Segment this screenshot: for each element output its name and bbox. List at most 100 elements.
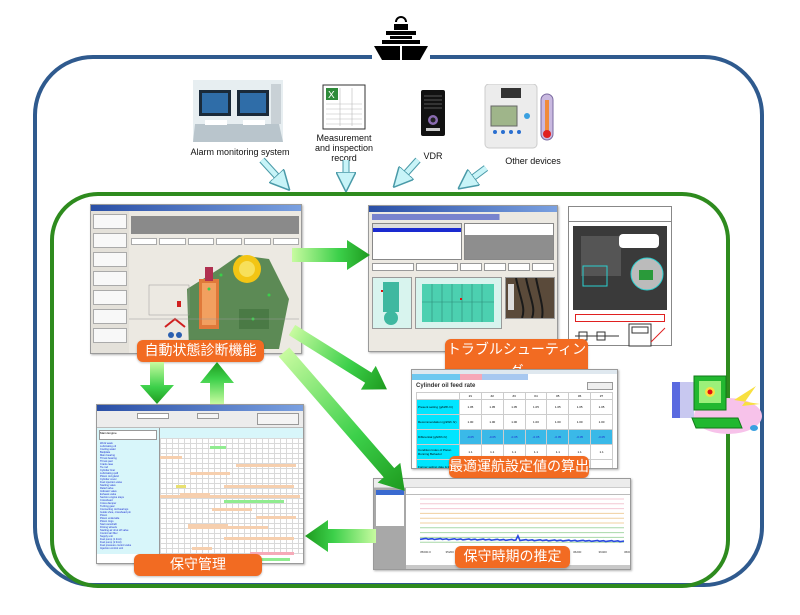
tab[interactable] — [187, 238, 214, 245]
tab[interactable] — [159, 238, 186, 245]
maintenance-item[interactable]: Piston — [100, 514, 108, 517]
running-hours-input[interactable] — [137, 413, 169, 419]
maintenance-item[interactable]: Turbing gear — [100, 505, 115, 508]
diagnosis-sidebar — [91, 211, 129, 353]
table-cell: 1.05 — [546, 399, 570, 415]
tab-cylinder-oil[interactable] — [412, 374, 460, 380]
maintenance-item[interactable]: Work week — [100, 442, 113, 445]
column-header: #3 — [502, 392, 526, 400]
maintenance-item[interactable]: Fuel pump (1 limit) — [100, 538, 122, 541]
maintenance-item[interactable]: Indicator valve — [100, 490, 117, 493]
handheld-device-thermometer-icon — [483, 83, 558, 150]
maintenance-item[interactable]: Guide shoe, crosshead pin — [100, 511, 131, 514]
expert-message — [372, 214, 554, 220]
check-repair-button[interactable] — [372, 263, 414, 271]
ship-icon — [372, 12, 430, 60]
x-tick-label: 35000.0 — [420, 550, 431, 554]
maintenance-item[interactable]: Crank case — [100, 463, 114, 466]
maintenance-button[interactable] — [460, 263, 482, 271]
table-cell: -0.05 — [502, 429, 526, 445]
engine-diagram — [129, 255, 299, 349]
maintenance-item[interactable]: Driving wheels — [100, 526, 117, 529]
maintenance-item[interactable]: Crosshead — [100, 499, 113, 502]
maintenance-item[interactable]: Piston rings — [100, 520, 114, 523]
history-graph-button[interactable] — [587, 382, 613, 390]
table-cell: 1.05 — [524, 399, 548, 415]
optimal-setting-label: 最適運航設定値の算出 — [449, 456, 589, 478]
error-parts-list[interactable] — [372, 223, 462, 260]
source-label-vdr: VDR — [423, 151, 443, 161]
maintenance-item[interactable]: Piston rod gland — [100, 475, 119, 478]
table-cell: 1.1 — [590, 444, 613, 460]
maintenance-item[interactable]: Fuel pressure control valve — [100, 544, 132, 547]
auto-diagnosis-label: 自動状態診断機能 — [137, 340, 264, 362]
maintenance-item[interactable]: Cross damper — [100, 502, 117, 505]
maintenance-item[interactable]: Cylinder cover — [100, 478, 117, 481]
maintenance-item[interactable]: Starting valve — [100, 484, 116, 487]
maintenance-item[interactable]: Relief valve — [100, 487, 114, 490]
table-cell: -0.05 — [459, 429, 482, 445]
sidebar-button[interactable] — [93, 309, 127, 324]
checklist-document — [568, 206, 672, 347]
row-label: Condition Index of Piston Running Behavi… — [416, 444, 460, 460]
engine-select[interactable]: Main Engine — [99, 430, 157, 440]
maintenance-item[interactable]: Fuel injection valve — [100, 481, 123, 484]
maintenance-item[interactable]: Thrust pad — [100, 460, 113, 463]
maintenance-item[interactable]: Lubricating quill — [100, 472, 119, 475]
maintenance-item[interactable]: Fuel pump (2 limit) — [100, 541, 122, 544]
sidebar-button[interactable] — [93, 290, 127, 305]
maintenance-item[interactable]: Injection control unit — [100, 547, 124, 550]
vdr-tower-icon — [418, 90, 448, 138]
operation-button[interactable] — [484, 263, 506, 271]
alarm-list — [131, 216, 299, 234]
tab-fqs[interactable] — [460, 374, 482, 380]
tab[interactable] — [244, 238, 271, 245]
code-book-button[interactable] — [508, 263, 530, 271]
maintenance-item[interactable]: Connecting rod bearings — [100, 508, 129, 511]
maintenance-item[interactable]: Exhaust valve — [100, 493, 117, 496]
maintenance-item[interactable]: Main bearing — [100, 454, 115, 457]
tab-scavenging[interactable] — [482, 374, 528, 380]
onboard-system-boundary — [50, 192, 730, 588]
maintenance-item[interactable]: Start camshaft — [100, 523, 117, 526]
schedule-bar — [176, 484, 186, 488]
x-tick-label: 36600.0 — [624, 550, 630, 554]
table-cell: 1.00 — [480, 414, 504, 430]
tab[interactable] — [272, 238, 299, 245]
engine-front-view — [415, 277, 502, 329]
selected-error-item[interactable] — [373, 228, 461, 232]
tab[interactable] — [131, 238, 158, 245]
cylinder-list[interactable] — [374, 488, 406, 569]
schedule-bar — [210, 445, 226, 449]
maintenance-item[interactable]: Cylinder liner — [100, 469, 116, 472]
sidebar-button[interactable] — [93, 214, 127, 229]
maintenance-item[interactable]: Lubricating oil — [100, 445, 117, 448]
schedule-bar — [224, 536, 294, 540]
maintenance-item[interactable]: Control air filter — [100, 532, 118, 535]
check-sheet-button[interactable] — [416, 263, 458, 271]
sidebar-button[interactable] — [93, 252, 127, 267]
table-row: Differential (g/kWh·hr)-0.05-0.05-0.05-0… — [416, 429, 613, 445]
maintenance-item[interactable]: Piston underside — [100, 517, 120, 520]
table-cell: -0.05 — [590, 429, 613, 445]
maintenance-item[interactable]: Section engine stays — [100, 496, 124, 499]
maintenance-item[interactable]: Tie rod — [100, 466, 108, 469]
sidebar-button[interactable] — [93, 271, 127, 286]
maintenance-item[interactable]: Supply unit — [100, 535, 113, 538]
sidebar-button[interactable] — [93, 233, 127, 248]
new-report-button[interactable] — [257, 413, 299, 425]
sidebar-button[interactable] — [93, 328, 127, 343]
service-info-button[interactable] — [532, 263, 554, 271]
maintenance-item[interactable]: Bedplate — [100, 451, 111, 454]
maintenance-item[interactable]: Cooling water — [100, 448, 116, 451]
maintenance-item[interactable]: Starting air shut off valve — [100, 529, 129, 532]
tab[interactable] — [215, 238, 243, 245]
display-day-button[interactable] — [197, 413, 219, 419]
trend-tabs[interactable] — [406, 488, 630, 495]
maintenance-timing-label: 保守時期の推定 — [455, 546, 570, 568]
maintenance-item[interactable]: Thrust bearing — [100, 457, 117, 460]
schedule-bar — [160, 495, 300, 499]
